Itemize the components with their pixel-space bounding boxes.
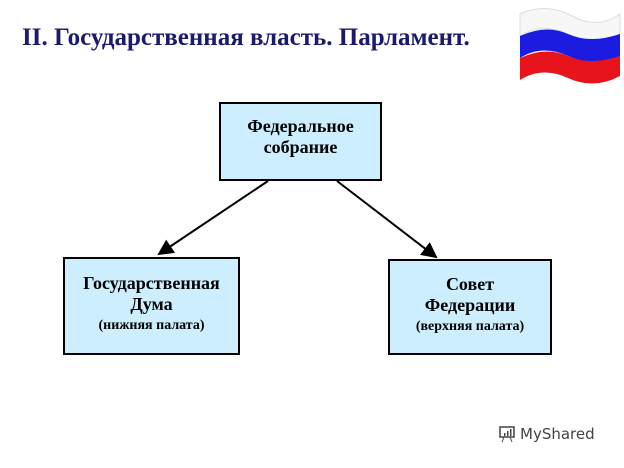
node-sublabel: (нижняя палата) <box>98 318 205 333</box>
arrow-to-duma <box>157 180 269 256</box>
node-label: Государственная <box>83 273 220 293</box>
watermark-text: MyShared <box>520 425 595 443</box>
node-label: собрание <box>263 137 338 157</box>
node-label: Совет <box>445 274 495 294</box>
russian-flag-icon <box>519 8 621 84</box>
slide-title: II. Государственная власть. Парламент. <box>22 24 470 51</box>
federation-council-box: Совет Федерации (верхняя палата) <box>388 259 552 355</box>
node-sublabel: (верхняя палата) <box>415 319 525 334</box>
node-label: Федеральное <box>247 116 354 136</box>
presentation-icon <box>499 426 515 443</box>
federal-assembly-box: Федеральное собрание <box>219 102 382 181</box>
watermark: MyShared <box>498 425 595 443</box>
node-label: Дума <box>130 294 173 314</box>
node-label: Федерации <box>424 295 516 315</box>
arrow-to-council <box>336 180 438 259</box>
state-duma-box: Государственная Дума (нижняя палата) <box>63 257 240 355</box>
